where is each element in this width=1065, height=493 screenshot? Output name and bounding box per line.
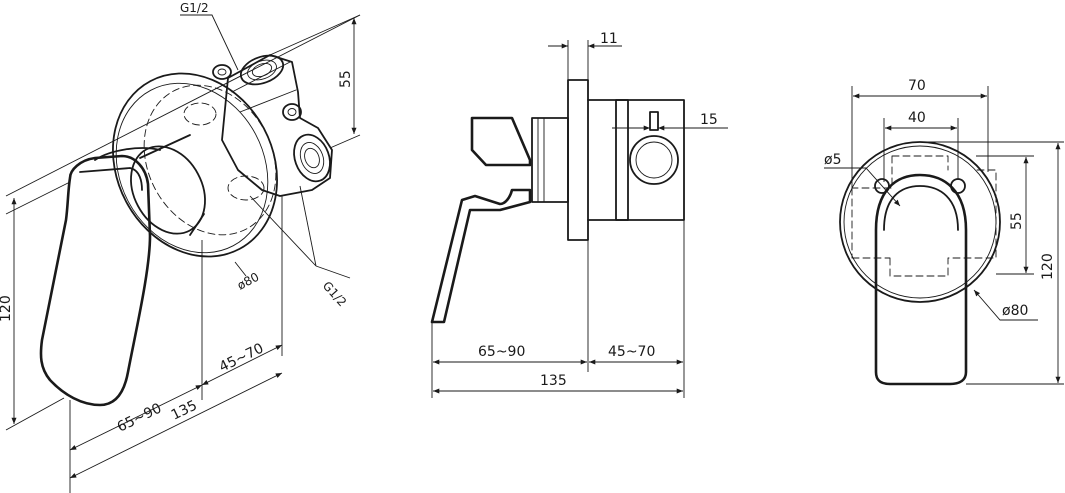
side-dim-bottom [431, 220, 685, 398]
iso-label-135: 135 [169, 397, 200, 423]
iso-label-120: 120 [0, 295, 14, 322]
front-lever [874, 173, 968, 386]
iso-label-thread-bottom: G1/2 [320, 279, 350, 310]
front-dim-55 [976, 155, 1034, 275]
side-lever-head [470, 116, 532, 167]
iso-label-dia-80: ø80 [235, 270, 262, 293]
front-dim-120 [920, 141, 1064, 385]
iso-label-thread-top: G1/2 [180, 1, 209, 15]
iso-cartridge [130, 134, 206, 236]
front-label-70: 70 [908, 78, 926, 94]
front-hidden-body [851, 155, 997, 277]
side-label-65-90: 65~90 [478, 344, 525, 360]
front-screw-hole-right [950, 178, 966, 194]
front-dia-80-leader [973, 289, 1038, 321]
front-label-40: 40 [908, 110, 926, 126]
iso-escutcheon-plate [112, 72, 278, 258]
side-view: 11 15 65~90 45~70 135 [430, 31, 728, 398]
iso-dim-bottom [69, 344, 283, 479]
front-escutcheon-circle [839, 141, 1001, 303]
iso-thread-leaders [180, 14, 351, 279]
iso-label-65-90: 65~90 [115, 400, 165, 435]
front-label-55: 55 [1009, 212, 1025, 230]
side-label-11: 11 [600, 31, 618, 47]
isometric-view: G1/2 G1/2 55 120 ø80 45~70 65~90 135 [0, 1, 361, 493]
side-label-135: 135 [540, 373, 567, 389]
front-view: 70 40 ø5 55 120 ø80 [824, 78, 1064, 386]
iso-dim-55 [269, 14, 361, 149]
front-dim-40 [883, 118, 959, 182]
iso-valve-body [183, 54, 333, 201]
iso-lever-handle [39, 147, 161, 407]
side-cartridge [531, 117, 569, 203]
side-valve-body [587, 99, 685, 221]
front-dim-70 [851, 86, 989, 188]
iso-label-45-70: 45~70 [217, 340, 267, 375]
side-outlet-circle [629, 135, 679, 185]
front-label-dia-80: ø80 [1002, 303, 1028, 319]
side-wall-plate [567, 79, 589, 241]
front-label-dia-5: ø5 [824, 152, 841, 168]
side-label-45-70: 45~70 [608, 344, 655, 360]
side-lever-body [430, 188, 532, 324]
iso-label-55: 55 [338, 70, 354, 88]
side-dim-11 [548, 40, 622, 80]
front-dia-5-leader [824, 167, 901, 207]
front-label-120: 120 [1040, 253, 1056, 280]
iso-dim-120 [5, 181, 71, 431]
side-label-15: 15 [700, 112, 718, 128]
